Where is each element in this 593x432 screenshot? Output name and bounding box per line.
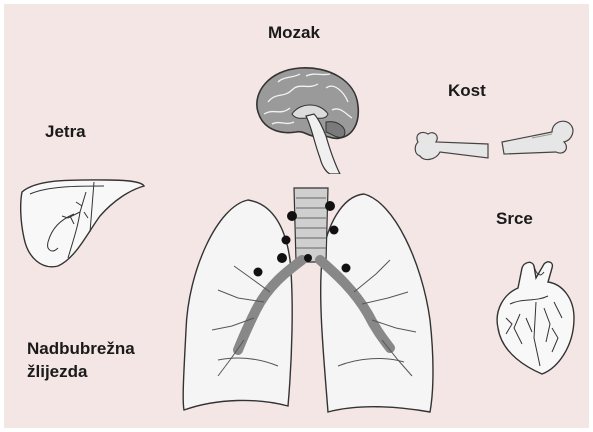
label-adrenal-line1: Nadbubrežna [27, 339, 135, 358]
liver-illustration [18, 172, 148, 272]
label-liver: Jetra [45, 121, 86, 144]
label-bone: Kost [448, 80, 486, 103]
label-heart: Srce [496, 208, 533, 231]
bone-illustration [412, 112, 577, 172]
label-brain: Mozak [268, 22, 320, 45]
lungs-illustration [178, 180, 440, 416]
label-adrenal-line2: žlijezda [27, 362, 87, 381]
heart-illustration [492, 258, 582, 378]
brain-illustration [248, 62, 363, 174]
label-adrenal-gland: Nadbubrežna žlijezda [27, 338, 135, 384]
